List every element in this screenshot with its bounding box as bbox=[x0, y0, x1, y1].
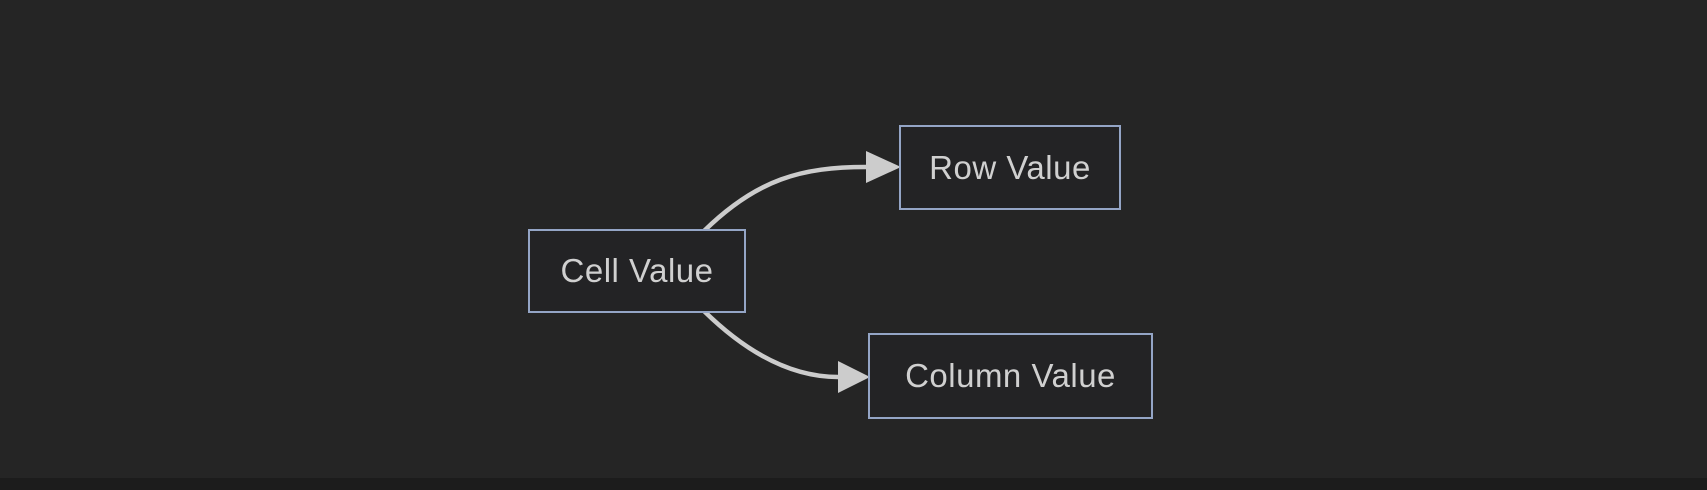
node-row-value-label: Row Value bbox=[929, 148, 1091, 186]
edge-cell-to-row bbox=[702, 151, 901, 233]
bottom-edge-strip bbox=[0, 478, 1707, 490]
node-column-value: Column Value bbox=[868, 333, 1153, 419]
arrowhead-icon bbox=[838, 361, 870, 393]
node-cell-value: Cell Value bbox=[528, 229, 746, 313]
edge-cell-to-column bbox=[702, 309, 870, 393]
arrowhead-icon bbox=[866, 151, 901, 183]
node-row-value: Row Value bbox=[899, 125, 1121, 210]
node-cell-value-label: Cell Value bbox=[560, 252, 714, 289]
node-column-value-label: Column Value bbox=[905, 357, 1116, 394]
